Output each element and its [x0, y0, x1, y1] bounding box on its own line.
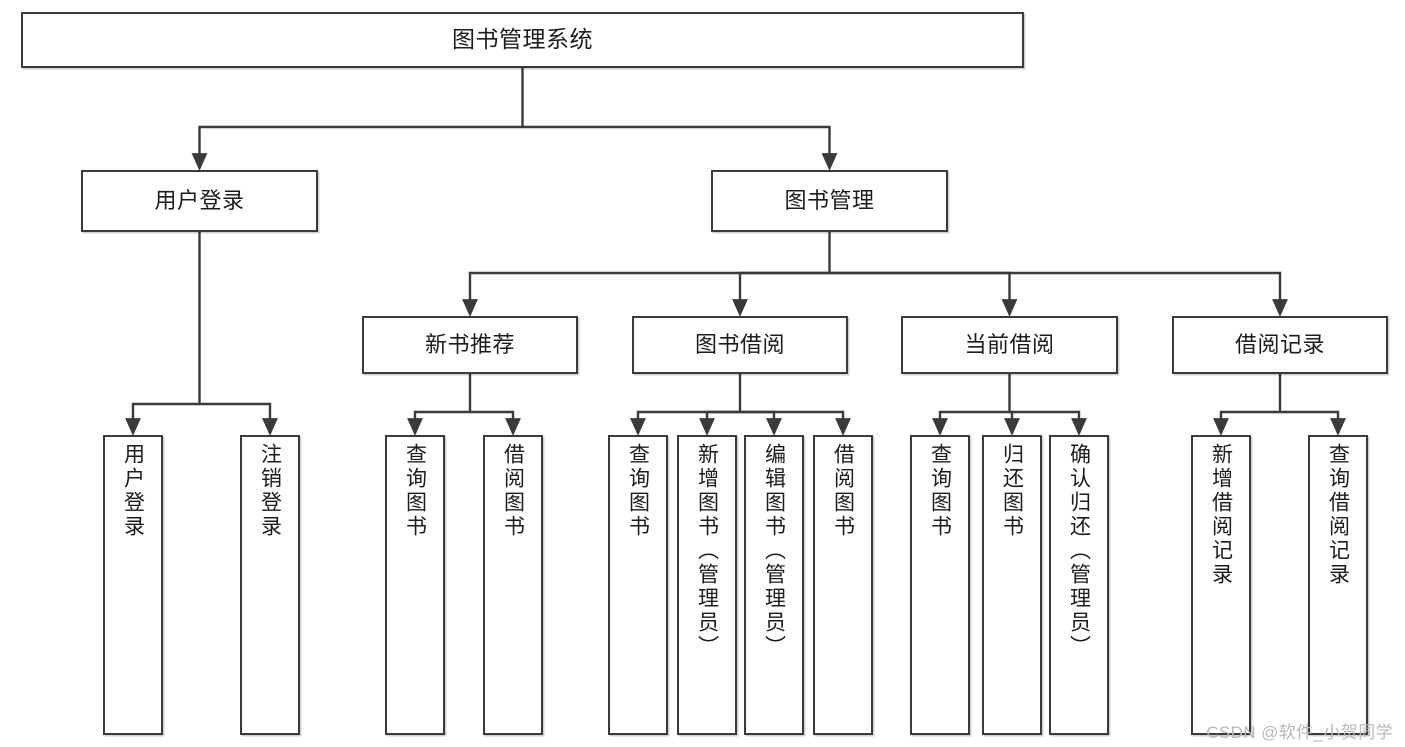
node-label: 图书管理	[784, 188, 875, 214]
connector-arrow	[1213, 410, 1280, 436]
node-login[interactable]: 用户登录	[81, 170, 318, 232]
node-label: 借阅图书	[831, 443, 855, 539]
connector-arrow	[829, 271, 1288, 317]
node-label: 新增图书（管理员）	[695, 443, 719, 659]
node-current[interactable]: 当前借阅	[901, 316, 1118, 374]
node-bookmgmt[interactable]: 图书管理	[711, 170, 948, 232]
node-label: 图书借阅	[694, 332, 785, 358]
node-label: 确认归还（管理员）	[1067, 443, 1091, 659]
node-q-book-3[interactable]: 查询图书	[910, 435, 970, 735]
connector-arrow	[699, 410, 740, 436]
node-q-book-1[interactable]: 查询图书	[385, 435, 445, 735]
node-label: 查询图书	[928, 443, 952, 539]
node-root[interactable]: 图书管理系统	[21, 12, 1024, 68]
node-return-book[interactable]: 归还图书	[982, 435, 1042, 735]
node-label: 查询图书	[403, 443, 427, 539]
connector-arrow	[630, 410, 740, 436]
node-label: 借阅图书	[501, 443, 525, 539]
node-q-book-2[interactable]: 查询图书	[608, 435, 668, 735]
node-label: 当前借阅	[964, 332, 1055, 358]
node-logout[interactable]: 注销登录	[240, 435, 300, 735]
node-add-book[interactable]: 新增图书（管理员）	[677, 435, 737, 735]
node-b-book-2[interactable]: 借阅图书	[813, 435, 873, 735]
node-label: 新增借阅记录	[1209, 443, 1233, 587]
connector-arrow	[191, 125, 523, 171]
connector-arrow	[1009, 410, 1087, 436]
node-label: 查询借阅记录	[1326, 443, 1350, 587]
connector-arrow	[740, 410, 851, 436]
node-label: 借阅记录	[1234, 332, 1325, 358]
connector-arrow	[829, 271, 1018, 317]
connector-arrow	[407, 410, 470, 436]
node-label: 用户登录	[121, 443, 145, 539]
connector-arrow	[732, 271, 830, 317]
connector-arrow	[932, 410, 1010, 436]
connector-arrow	[522, 125, 838, 171]
node-label: 查询图书	[626, 443, 650, 539]
connector-arrow	[470, 410, 521, 436]
node-label: 编辑图书（管理员）	[762, 443, 786, 659]
connector-arrow	[1004, 410, 1020, 436]
node-confirm-ret[interactable]: 确认归还（管理员）	[1049, 435, 1109, 735]
node-label: 归还图书	[1000, 443, 1024, 539]
node-b-book-1[interactable]: 借阅图书	[483, 435, 543, 735]
node-label: 新书推荐	[424, 332, 515, 358]
node-add-record[interactable]: 新增借阅记录	[1191, 435, 1251, 735]
node-newbook[interactable]: 新书推荐	[362, 316, 578, 374]
node-borrow[interactable]: 图书借阅	[632, 316, 848, 374]
node-edit-book[interactable]: 编辑图书（管理员）	[744, 435, 804, 735]
node-label: 图书管理系统	[452, 26, 593, 53]
connector-arrow	[1280, 410, 1346, 436]
node-userlogin[interactable]: 用户登录	[103, 435, 163, 735]
node-records[interactable]: 借阅记录	[1172, 316, 1388, 374]
connector-arrow	[740, 410, 782, 436]
node-q-record[interactable]: 查询借阅记录	[1308, 435, 1368, 735]
connector-arrow	[199, 402, 278, 436]
connector-arrow	[462, 271, 830, 317]
connector-arrow	[125, 402, 200, 436]
watermark-text: CSDN @软件_小贺同学	[1206, 723, 1393, 742]
node-label: 注销登录	[258, 443, 282, 539]
node-label: 用户登录	[154, 188, 245, 214]
